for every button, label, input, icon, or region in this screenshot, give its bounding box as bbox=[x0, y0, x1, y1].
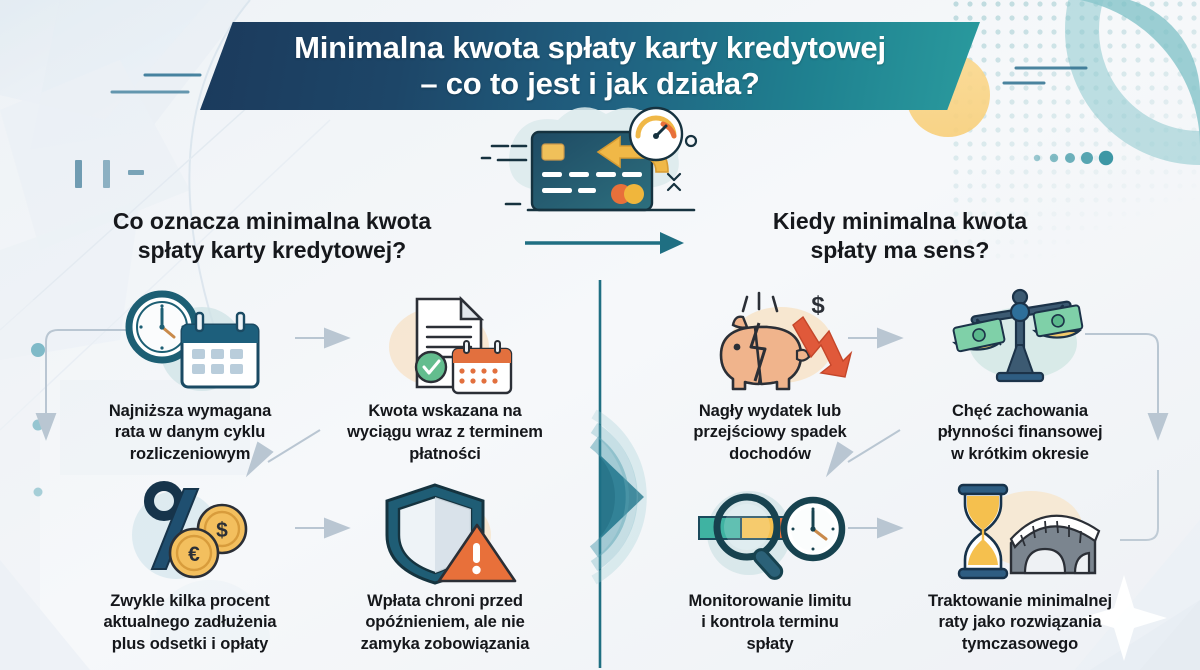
card-caption: Traktowanie minimalnej raty jako rozwiąz… bbox=[905, 591, 1135, 655]
caption-line: plus odsetki i opłaty bbox=[111, 634, 269, 653]
caption-line: płatności bbox=[409, 444, 481, 463]
shield-warning-icon bbox=[330, 477, 560, 587]
check-badge-icon bbox=[414, 350, 448, 384]
balance-scales-money-icon bbox=[905, 287, 1135, 397]
flow-right bbox=[825, 327, 1169, 541]
card-caption: Kwota wskazana na wyciągu wraz z termine… bbox=[330, 401, 560, 465]
magnifier-progress-clock-icon bbox=[655, 477, 885, 587]
sparkle-icon bbox=[1081, 575, 1167, 661]
caption-line: dochodów bbox=[729, 444, 811, 463]
caption-line: tymczasowego bbox=[961, 634, 1079, 653]
credit-card-speedometer-illustration bbox=[470, 104, 730, 214]
clock-calendar-icon bbox=[75, 287, 305, 397]
card-statement-amount: Kwota wskazana na wyciągu wraz z termine… bbox=[330, 287, 560, 465]
caption-line: Zwykle kilka procent bbox=[110, 592, 270, 610]
card-caption: Najniższa wymagana rata w danym cyklu ro… bbox=[75, 401, 305, 465]
heading-right-line1: Kiedy minimalna kwota bbox=[772, 208, 1028, 234]
page-title-line2: – co to jest i jak działa? bbox=[420, 66, 760, 101]
caption-line: Najniższa wymagana bbox=[108, 402, 272, 420]
document-check-calendar-icon bbox=[330, 287, 560, 397]
vertical-divider bbox=[589, 280, 647, 668]
heading-right-line2: spłaty ma sens? bbox=[810, 236, 990, 263]
card-chip-icon bbox=[541, 143, 565, 161]
caption-line: w krótkim okresie bbox=[951, 444, 1089, 463]
card-caption: Nagły wydatek lub przejściowy spadek doc… bbox=[655, 401, 885, 465]
hourglass-icon bbox=[957, 483, 1009, 496]
card-caption: Monitorowanie limitu i kontrola terminu … bbox=[655, 591, 885, 655]
card-lowest-installment: Najniższa wymagana rata w danym cyklu ro… bbox=[75, 287, 305, 465]
caption-line: rozliczeniowym bbox=[129, 444, 251, 463]
card-payment-protects: Wpłata chroni przed opóźnieniem, ale nie… bbox=[330, 477, 560, 655]
down-trend-arrow-icon bbox=[792, 315, 853, 378]
arrow-right-teal-icon bbox=[525, 232, 684, 254]
page-title-line1: Minimalna kwota spłaty karty kredytowej bbox=[294, 29, 886, 65]
caption-line: Wpłata chroni przed bbox=[367, 592, 523, 610]
heading-left-line2: spłaty karty kredytowej? bbox=[137, 236, 407, 263]
caption-line: Nagły wydatek lub bbox=[698, 402, 842, 420]
caption-line: Chęć zachowania bbox=[951, 402, 1089, 420]
card-caption: Zwykle kilka procent aktualnego zadłużen… bbox=[75, 591, 305, 655]
caption-line: Kwota wskazana na bbox=[368, 402, 522, 420]
heading-left-line1: Co oznacza minimalna kwota bbox=[112, 208, 432, 234]
card-temporary-solution: Traktowanie minimalnej raty jako rozwiąz… bbox=[905, 477, 1135, 655]
caption-line: rata w danym cyklu bbox=[114, 423, 266, 442]
card-caption: Chęć zachowania płynności finansowej w k… bbox=[905, 401, 1135, 465]
caption-line: aktualnego zadłużenia bbox=[103, 613, 277, 632]
card-limit-monitoring: Monitorowanie limitu i kontrola terminu … bbox=[655, 477, 885, 655]
magnifier-icon bbox=[713, 493, 781, 561]
card-caption: Wpłata chroni przed opóźnieniem, ale nie… bbox=[330, 591, 560, 655]
caption-line: Monitorowanie limitu bbox=[688, 592, 852, 610]
card-sudden-expense: $ Nagły wydatek lub przejściowy spadek d… bbox=[655, 287, 885, 465]
card-percent-of-debt: $ € Zwykle kilka procent aktualnego zadł… bbox=[75, 477, 305, 655]
card-liquidity: Chęć zachowania płynności finansowej w k… bbox=[905, 287, 1135, 465]
flow-left bbox=[35, 327, 351, 539]
section-heading-right: Kiedy minimalna kwota spłaty ma sens? bbox=[700, 207, 1100, 264]
svg-text:$: $ bbox=[216, 519, 228, 542]
caption-line: i kontrola terminu bbox=[701, 613, 839, 632]
caption-line: spłaty bbox=[746, 634, 794, 653]
caption-line: zamyka zobowiązania bbox=[360, 634, 530, 653]
broken-piggy-bank-down-arrow-icon: $ bbox=[655, 287, 885, 397]
svg-text:$: $ bbox=[811, 292, 825, 319]
percent-coins-icon: $ € bbox=[75, 477, 305, 587]
section-heading-left: Co oznacza minimalna kwota spłaty karty … bbox=[62, 207, 482, 264]
caption-line: opóźnieniem, ale nie bbox=[365, 613, 525, 632]
caption-line: wyciągu wraz z terminem bbox=[347, 423, 543, 442]
hourglass-bridge-icon bbox=[905, 477, 1135, 587]
caption-line: przejściowy spadek bbox=[693, 423, 847, 442]
page-title: Minimalna kwota spłaty karty kredytowej … bbox=[266, 30, 914, 103]
caption-line: Traktowanie minimalnej bbox=[928, 592, 1112, 610]
caption-line: raty jako rozwiązania bbox=[938, 613, 1102, 632]
svg-text:€: € bbox=[188, 543, 200, 566]
caption-line: płynności finansowej bbox=[937, 423, 1103, 442]
title-banner: Minimalna kwota spłaty karty kredytowej … bbox=[200, 22, 980, 110]
